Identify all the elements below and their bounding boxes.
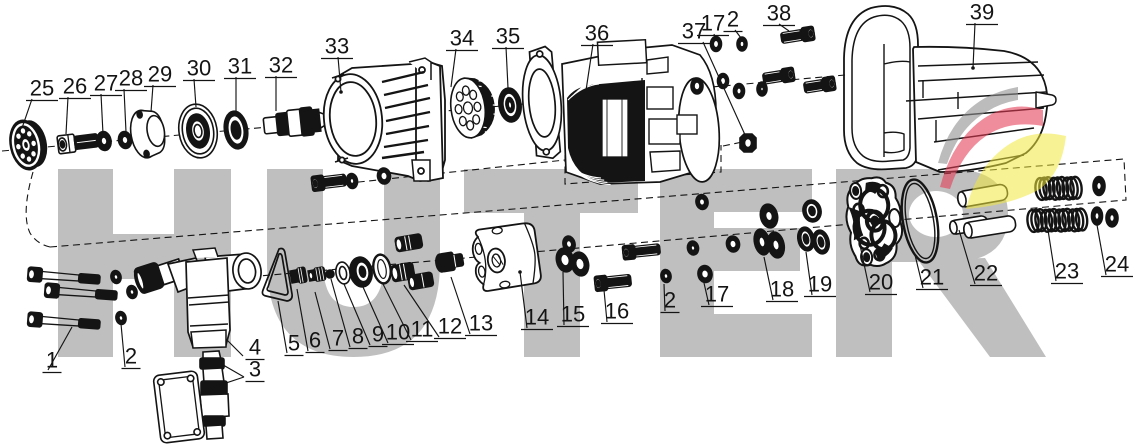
- svg-text:21: 21: [920, 265, 944, 290]
- svg-text:30: 30: [187, 56, 211, 81]
- svg-text:27: 27: [94, 71, 118, 96]
- svg-text:14: 14: [525, 305, 549, 330]
- svg-text:34: 34: [450, 26, 474, 51]
- svg-text:4: 4: [249, 335, 261, 360]
- svg-text:33: 33: [325, 34, 349, 59]
- svg-text:3: 3: [249, 357, 261, 382]
- svg-text:36: 36: [585, 21, 609, 46]
- svg-text:25: 25: [30, 76, 54, 101]
- svg-text:10: 10: [386, 320, 410, 345]
- svg-text:2: 2: [125, 344, 137, 369]
- svg-text:38: 38: [767, 1, 791, 26]
- svg-text:16: 16: [605, 299, 629, 324]
- svg-text:39: 39: [970, 0, 994, 25]
- svg-text:9: 9: [372, 322, 384, 347]
- svg-text:24: 24: [1105, 252, 1129, 277]
- svg-text:31: 31: [228, 54, 252, 79]
- svg-text:23: 23: [1055, 259, 1079, 284]
- svg-text:15: 15: [561, 302, 585, 327]
- svg-text:28: 28: [119, 66, 143, 91]
- svg-text:32: 32: [269, 53, 293, 78]
- svg-text:12: 12: [438, 314, 462, 339]
- svg-text:8: 8: [352, 324, 364, 349]
- svg-text:2: 2: [664, 288, 676, 313]
- svg-text:1: 1: [46, 348, 58, 373]
- svg-text:7: 7: [332, 326, 344, 351]
- svg-text:29: 29: [148, 62, 172, 87]
- svg-text:20: 20: [869, 270, 893, 295]
- svg-text:5: 5: [288, 331, 300, 356]
- svg-text:17: 17: [701, 11, 725, 36]
- svg-text:37: 37: [682, 19, 706, 44]
- svg-text:13: 13: [469, 311, 493, 336]
- svg-text:18: 18: [770, 277, 794, 302]
- svg-text:35: 35: [496, 24, 520, 49]
- svg-text:6: 6: [309, 328, 321, 353]
- svg-text:26: 26: [63, 74, 87, 99]
- svg-text:2: 2: [727, 7, 739, 32]
- svg-text:11: 11: [411, 317, 434, 342]
- svg-text:22: 22: [974, 261, 998, 286]
